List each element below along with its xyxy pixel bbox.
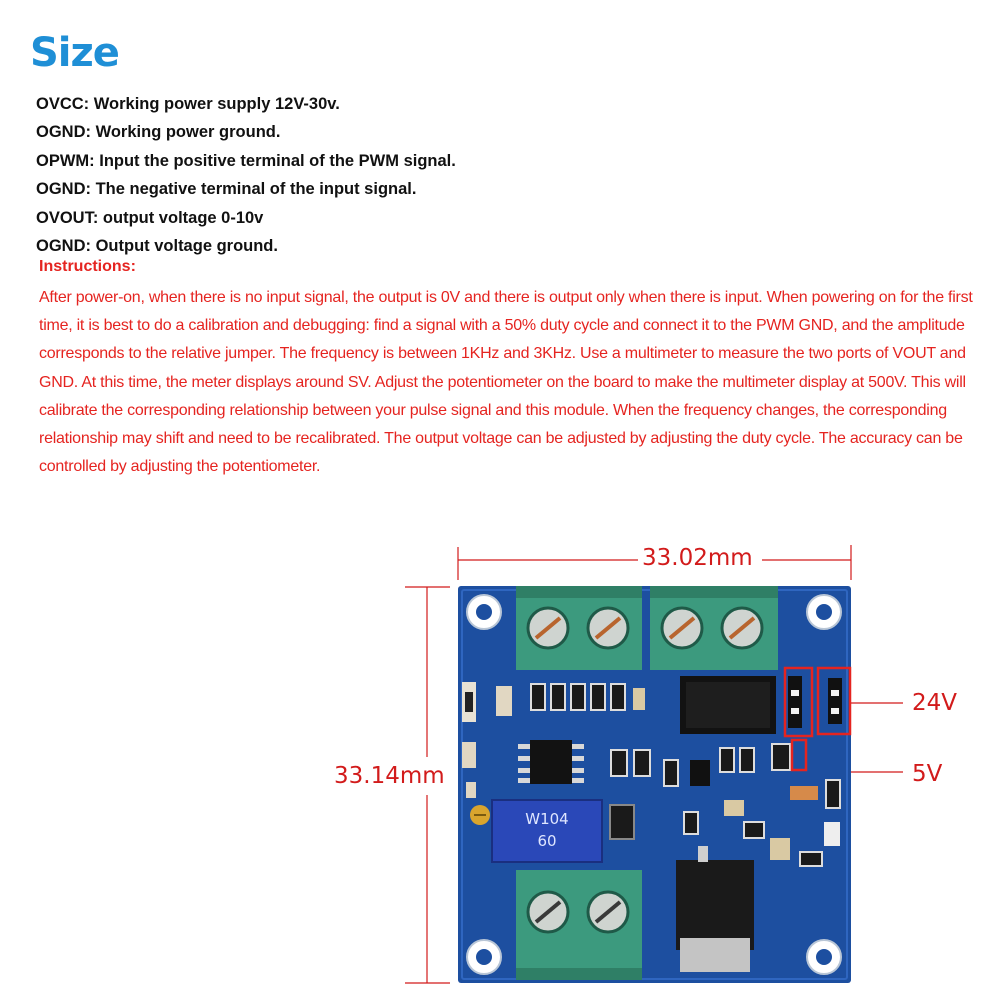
page-title: Size <box>30 30 120 76</box>
terminal-block-power <box>516 586 642 670</box>
optocoupler <box>680 676 776 734</box>
dimension-lines <box>405 545 903 984</box>
terminal-block-output <box>516 870 642 980</box>
jumper-highlight-boxes <box>783 666 852 772</box>
smd-components <box>462 682 841 867</box>
instructions-body: After power-on, when there is no input s… <box>39 289 973 476</box>
jumper-24v-label: 24V <box>912 690 958 716</box>
width-dimension-label: 33.02mm <box>642 545 753 571</box>
potentiometer-label-2: 60 <box>537 832 556 850</box>
spec-vout: OVOUT: output voltage 0-10v <box>36 208 264 227</box>
spec-gnd-input: OGND: The negative terminal of the input… <box>36 180 417 199</box>
spec-list: OVCC: Working power supply 12V-30v. OGND… <box>36 90 456 260</box>
jumper-block <box>788 676 842 728</box>
jumper-5v-label: 5V <box>912 761 943 787</box>
potentiometer-label-1: W104 <box>525 810 568 828</box>
potentiometer: W104 60 <box>470 799 603 863</box>
spec-gnd-power: OGND: Working power ground. <box>36 123 281 142</box>
pwm-module-board: W104 60 <box>458 586 852 983</box>
voltage-regulator <box>676 846 754 972</box>
spec-gnd-output: OGND: Output voltage ground. <box>36 236 278 255</box>
instructions-heading: Instructions: <box>39 258 136 275</box>
terminal-block-pwm <box>650 586 778 670</box>
ic-chip <box>518 740 584 784</box>
spec-vcc: OVCC: Working power supply 12V-30v. <box>36 95 340 113</box>
height-dimension-label: 33.14mm <box>334 763 445 789</box>
spec-pwm: OPWM: Input the positive terminal of the… <box>36 151 456 170</box>
